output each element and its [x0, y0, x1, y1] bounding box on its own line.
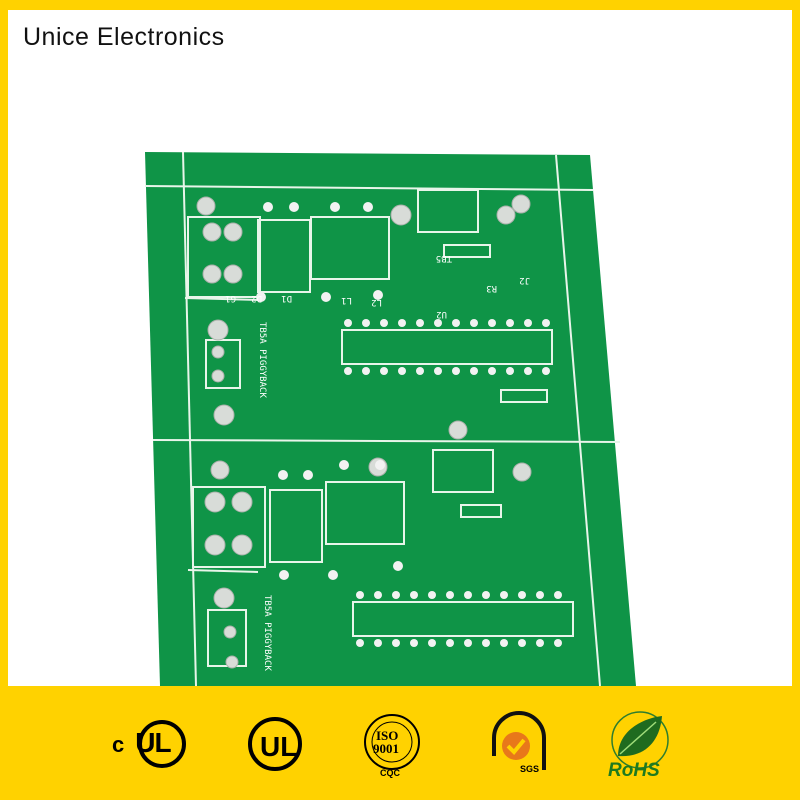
svg-text:RoHS: RoHS: [608, 760, 660, 781]
silkscreen-label: J2: [519, 275, 530, 285]
silkscreen-label: D1: [281, 293, 292, 303]
silkscreen-label: R3: [486, 283, 497, 293]
ul-logo-icon: UL: [248, 717, 302, 771]
svg-text:SGS: SGS: [520, 764, 539, 774]
silkscreen-label: D2: [251, 293, 262, 303]
rohs-logo-icon: RoHS: [608, 711, 669, 781]
iso9001-logo-icon: ISO 9001 CQC: [364, 714, 420, 778]
silkscreen-label: G1: [225, 293, 236, 303]
sgs-logo-icon: SGS: [492, 711, 546, 774]
pcb-board-image: TB5 R3 J2 D1 D2 G1 L2 L1 U2: [144, 151, 636, 686]
silkscreen-label: L2: [371, 297, 382, 307]
brand-name: Unice Electronics: [23, 23, 225, 51]
svg-text:UL: UL: [260, 731, 297, 762]
product-photo: TB5 R3 J2 D1 D2 G1 L2 L1 U2 TB5A PIGGYBA…: [8, 10, 792, 686]
cul-logo-ring: [138, 720, 186, 768]
cul-logo-text: cUL: [112, 727, 172, 758]
certification-bar: cUL UL ISO 9001 CQC SGS RoHS: [0, 686, 800, 800]
silkscreen-label: L1: [341, 295, 352, 305]
svg-text:9001: 9001: [373, 741, 399, 756]
silkscreen-label: TB5: [436, 253, 452, 263]
cul-logo-icon: cUL: [110, 706, 196, 782]
silkscreen-label-tb5a-piggyback: TB5A PIGGYBACK: [257, 322, 267, 398]
svg-text:CQC: CQC: [380, 768, 401, 778]
silkscreen-label-tb5a-piggyback-lower: TB5A PIGGYBACK: [262, 595, 272, 671]
svg-text:ISO: ISO: [376, 728, 398, 743]
silkscreen-label: U2: [436, 309, 447, 319]
